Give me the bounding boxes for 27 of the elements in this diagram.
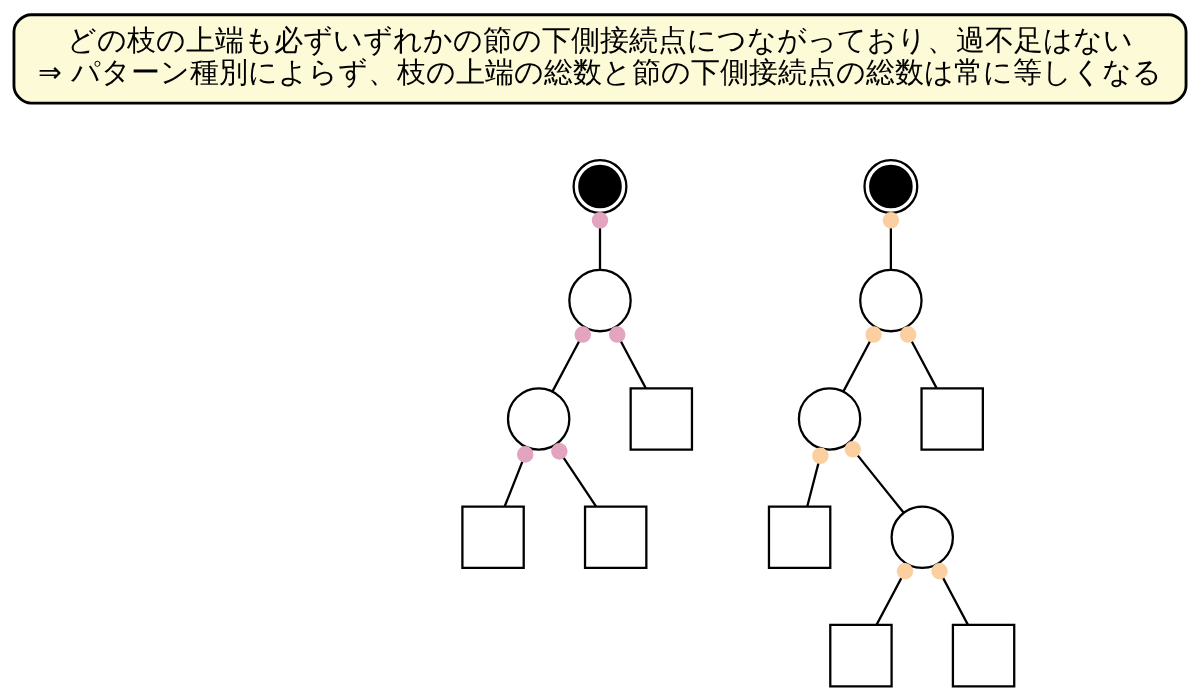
node-square	[583, 505, 648, 569]
node-circle	[859, 268, 923, 332]
connector	[806, 447, 829, 507]
node-square	[951, 623, 1016, 687]
node-bullseye	[572, 158, 628, 214]
node-bullseye	[863, 158, 919, 214]
node-square	[461, 505, 525, 569]
node-circle	[890, 505, 955, 569]
connector	[551, 325, 591, 392]
node-square	[767, 505, 832, 569]
node-box: どの枝の上端も必ずいずれかの節の下側接続点につながっており、過不足はない ⇒ パターン種別によらず、枝の上端の総数と節の下側接続点の総数は常に等しくなる	[12, 12, 1188, 105]
connector	[931, 562, 969, 625]
connector	[882, 211, 900, 270]
connector	[899, 325, 938, 389]
connector	[551, 442, 597, 507]
connector	[609, 325, 647, 389]
node-square	[829, 623, 893, 687]
connector	[591, 211, 609, 270]
node-circle	[506, 386, 571, 451]
node-circle	[797, 386, 862, 451]
node-circle	[568, 268, 632, 332]
node-square	[629, 386, 694, 451]
connector	[503, 445, 534, 507]
connector	[842, 325, 882, 392]
node-square	[920, 386, 984, 451]
connector	[875, 562, 914, 625]
connector	[844, 440, 905, 513]
